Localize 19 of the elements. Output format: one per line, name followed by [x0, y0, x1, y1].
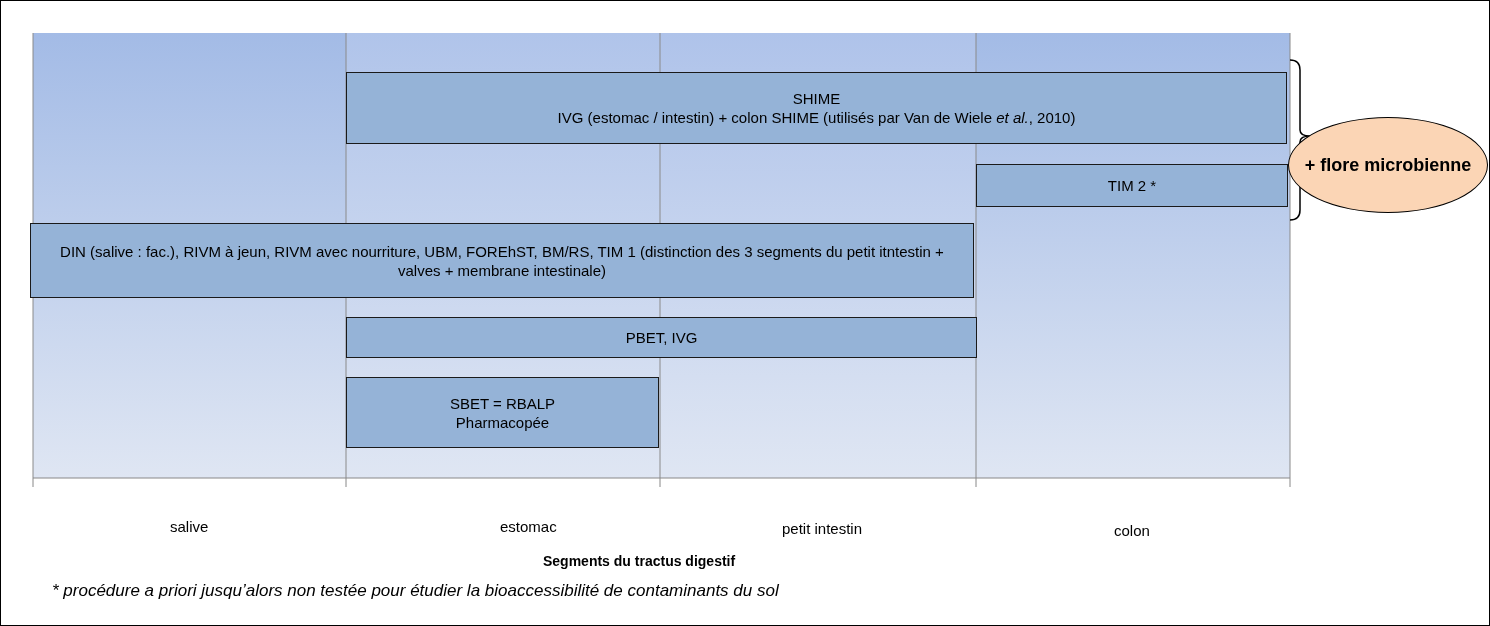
range-bar	[30, 223, 974, 298]
bar-label: TIM 2 *	[1106, 176, 1158, 195]
bar-label: Pharmacopée	[454, 412, 551, 432]
bar-label: DIN (salive : fac.), RIVM à jeun, RIVM avec nourriture, UBM, FOREhST, BM/RS, TIM 1 (distinction des 3 segments du petit itntestin + valves + membrane intestinale)	[59, 241, 945, 280]
range-bar	[346, 317, 977, 358]
segment-label: salive	[170, 518, 209, 535]
footnote: * procédure a priori jusqu’alors non testée pour étudier la bioaccessibilité de contaminants du sol	[52, 581, 779, 601]
range-bar	[346, 72, 1287, 144]
segment-label: estomac	[500, 518, 557, 535]
bar-label: + flore microbienne	[1303, 154, 1473, 176]
range-bar	[976, 164, 1288, 207]
bar-label: PBET, IVG	[624, 328, 699, 347]
bar-label: SHIME	[791, 89, 842, 108]
segment-label: colon	[1114, 522, 1150, 539]
segment-label: petit intestin	[782, 520, 863, 537]
bar-label: IVG (estomac / intestin) + colon SHIME (utilisés par Van de Wiele et al., 2010)	[556, 108, 1077, 127]
range-bar	[346, 377, 659, 448]
axis-title: Segments du tractus digestif	[543, 553, 736, 569]
bar-label: SBET = RBALP	[448, 393, 557, 413]
